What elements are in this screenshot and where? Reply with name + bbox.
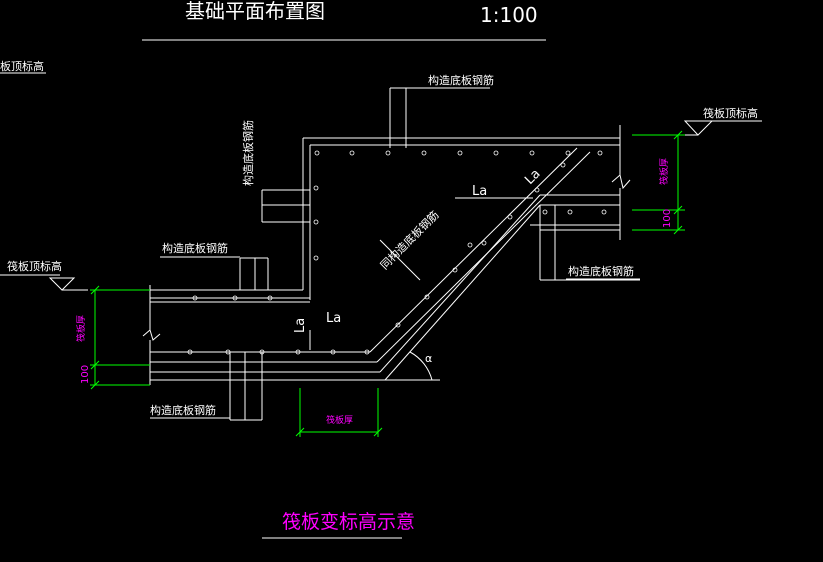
dimension-bottom [295, 388, 383, 437]
constr-rebar-label-top: 构造底板钢筋 [428, 73, 494, 87]
raft-top-elevation-label-right: 筏板顶标高 [703, 106, 758, 120]
drawing-scale: 1:100 [480, 3, 538, 27]
dimension-left [90, 285, 150, 390]
constr-rebar-label-mid-left: 构造底板钢筋 [162, 241, 228, 255]
thickness-label-right: 筏板厚 [658, 158, 670, 185]
thickness-label-left: 筏板厚 [75, 315, 87, 342]
rebar-stubs [229, 87, 640, 421]
la-label-inner: La [326, 311, 341, 326]
constr-rebar-label-vertical: 构造底板钢筋 [241, 120, 255, 186]
constr-rebar-label-bottom-left: 构造底板钢筋 [150, 403, 216, 417]
angle-label: α [425, 352, 432, 365]
slab-outline [142, 125, 631, 385]
la-label-upper: La [472, 184, 487, 199]
leader-lines [150, 87, 640, 419]
dim-100-label-right: 100 [662, 209, 673, 228]
figure-caption: 筏板变标高示意 [282, 511, 415, 533]
thickness-label-bottom: 筏板厚 [326, 414, 353, 426]
dim-100-label-left: 100 [80, 365, 91, 384]
dimension-right [632, 130, 685, 235]
elev-triangle-right [683, 120, 714, 136]
la-label-vertical: La [293, 318, 308, 333]
raft-top-elevation-label-left: 筏板顶标高 [7, 259, 62, 273]
elev-triangle-left [48, 277, 76, 291]
constr-rebar-label-right: 构造底板钢筋 [568, 264, 634, 278]
diagonal-rebar-label: 同构造底板钢筋 [377, 208, 441, 272]
rebar-dots [187, 150, 607, 355]
drawing-title: 基础平面布置图 [185, 0, 325, 23]
top-elevation-label-left-partial: 板顶标高 [0, 59, 44, 73]
